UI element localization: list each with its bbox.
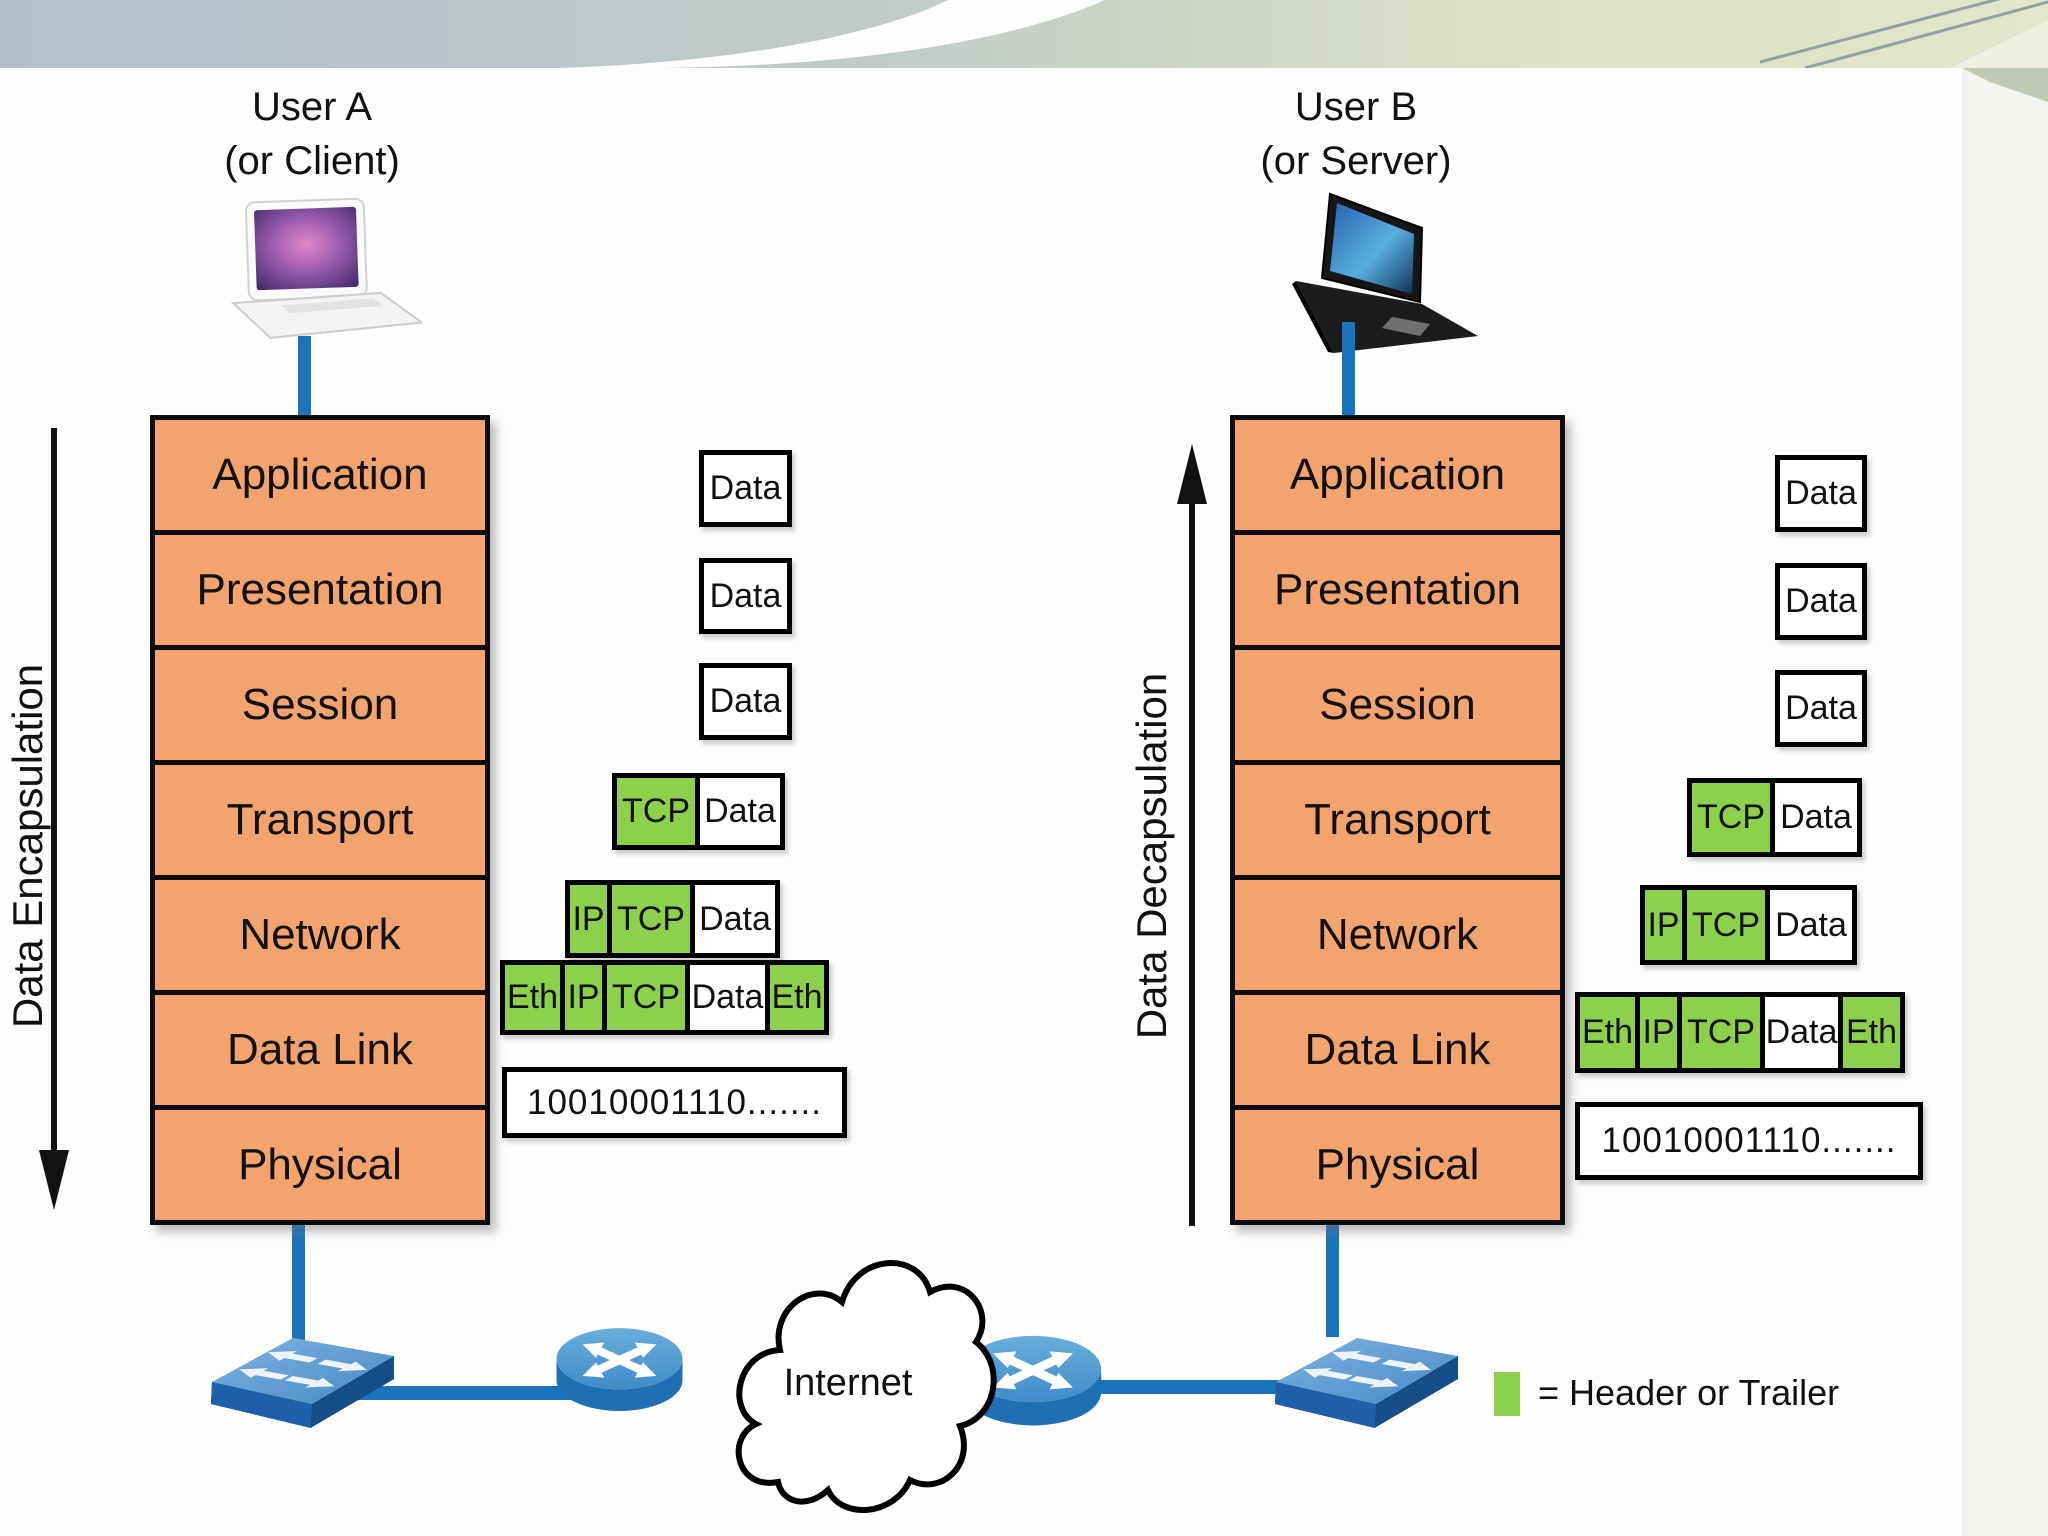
layer-session: Session bbox=[150, 645, 490, 765]
pdu-cell-tcp: TCP bbox=[1682, 885, 1770, 965]
user-b-line2: (or Server) bbox=[1260, 139, 1452, 183]
user-a-title: User A (or Client) bbox=[152, 80, 472, 188]
pdu-cell-eth: Eth bbox=[1575, 992, 1640, 1073]
pdu-cell-10010001110: 10010001110....... bbox=[1575, 1102, 1923, 1180]
cable-router-to-switch-right bbox=[1090, 1380, 1290, 1394]
switch-left-icon bbox=[211, 1338, 394, 1428]
internet-cloud bbox=[735, 1260, 997, 1513]
pdu-cell-data: Data bbox=[1775, 455, 1867, 532]
layer-network: Network bbox=[1230, 875, 1565, 995]
pdu-row-left-2: Data bbox=[699, 663, 792, 740]
pdu-cell-data: Data bbox=[1760, 992, 1843, 1073]
user-a-line1: User A bbox=[251, 85, 373, 129]
decapsulation-arrow-up bbox=[1177, 444, 1207, 1226]
layer-data-link: Data Link bbox=[1230, 990, 1565, 1110]
internet-label: Internet bbox=[783, 1362, 913, 1404]
pdu-row-right-2: Data bbox=[1775, 670, 1867, 747]
user-b-title: User B (or Server) bbox=[1196, 80, 1516, 188]
pdu-cell-data: Data bbox=[1775, 670, 1867, 747]
layer-session: Session bbox=[1230, 645, 1565, 765]
pdu-row-left-6: 10010001110....... bbox=[502, 1067, 847, 1138]
layer-application: Application bbox=[150, 415, 490, 535]
pdu-row-right-1: Data bbox=[1775, 563, 1867, 640]
pdu-cell-eth: Eth bbox=[1838, 992, 1905, 1073]
pdu-cell-data: Data bbox=[695, 773, 785, 850]
cable-switch-to-router-left bbox=[358, 1386, 576, 1400]
pdu-cell-eth: Eth bbox=[500, 960, 565, 1035]
switch-right-icon bbox=[1275, 1338, 1458, 1428]
pdu-cell-tcp: TCP bbox=[602, 960, 690, 1035]
user-a-line2: (or Client) bbox=[224, 139, 400, 183]
pdu-cell-ip: IP bbox=[1640, 885, 1687, 965]
pdu-cell-data: Data bbox=[685, 960, 770, 1035]
layer-network: Network bbox=[150, 875, 490, 995]
pdu-cell-ip: IP bbox=[565, 880, 612, 958]
pdu-cell-data: Data bbox=[690, 880, 780, 958]
corner-wedge bbox=[1962, 68, 2048, 102]
pdu-cell-data: Data bbox=[699, 450, 792, 527]
layer-physical: Physical bbox=[1230, 1105, 1565, 1225]
layer-data-link: Data Link bbox=[150, 990, 490, 1110]
cable-stack-to-switch-left bbox=[292, 1222, 305, 1347]
pdu-row-right-6: 10010001110....... bbox=[1575, 1102, 1923, 1180]
pdu-cell-tcp: TCP bbox=[607, 880, 695, 958]
pdu-cell-data: Data bbox=[699, 663, 792, 740]
layer-transport: Transport bbox=[150, 760, 490, 880]
server-laptop-image bbox=[1292, 192, 1478, 353]
router-right-icon bbox=[964, 1335, 1102, 1426]
banner-decoration bbox=[0, 0, 2048, 68]
pdu-cell-ip: IP bbox=[1635, 992, 1682, 1073]
pdu-cell-10010001110: 10010001110....... bbox=[502, 1067, 847, 1138]
legend-label: = Header or Trailer bbox=[1538, 1372, 1840, 1413]
layer-presentation: Presentation bbox=[150, 530, 490, 650]
pdu-cell-tcp: TCP bbox=[612, 773, 700, 850]
client-laptop-image bbox=[230, 198, 422, 339]
cable-client-to-stack bbox=[298, 336, 311, 418]
encapsulation-arrow-down bbox=[39, 428, 69, 1210]
router-left-icon bbox=[556, 1328, 683, 1411]
legend-header-swatch bbox=[1494, 1372, 1520, 1416]
pdu-cell-data: Data bbox=[1775, 563, 1867, 640]
right-edge-band bbox=[1962, 68, 2048, 1536]
cable-stack-to-switch-right bbox=[1326, 1222, 1339, 1337]
pdu-cell-data: Data bbox=[1770, 778, 1862, 857]
pdu-cell-tcp: TCP bbox=[1687, 778, 1775, 857]
pdu-cell-eth: Eth bbox=[765, 960, 829, 1035]
layer-physical: Physical bbox=[150, 1105, 490, 1225]
pdu-cell-data: Data bbox=[699, 558, 792, 634]
user-b-line1: User B bbox=[1294, 85, 1418, 129]
cable-server-to-stack bbox=[1342, 322, 1355, 418]
layer-presentation: Presentation bbox=[1230, 530, 1565, 650]
layer-application: Application bbox=[1230, 415, 1565, 535]
pdu-cell-tcp: TCP bbox=[1677, 992, 1765, 1073]
pdu-row-left-0: Data bbox=[699, 450, 792, 527]
layer-transport: Transport bbox=[1230, 760, 1565, 880]
pdu-row-left-1: Data bbox=[699, 558, 792, 634]
pdu-row-right-0: Data bbox=[1775, 455, 1867, 532]
pdu-cell-ip: IP bbox=[560, 960, 607, 1035]
pdu-cell-data: Data bbox=[1765, 885, 1857, 965]
